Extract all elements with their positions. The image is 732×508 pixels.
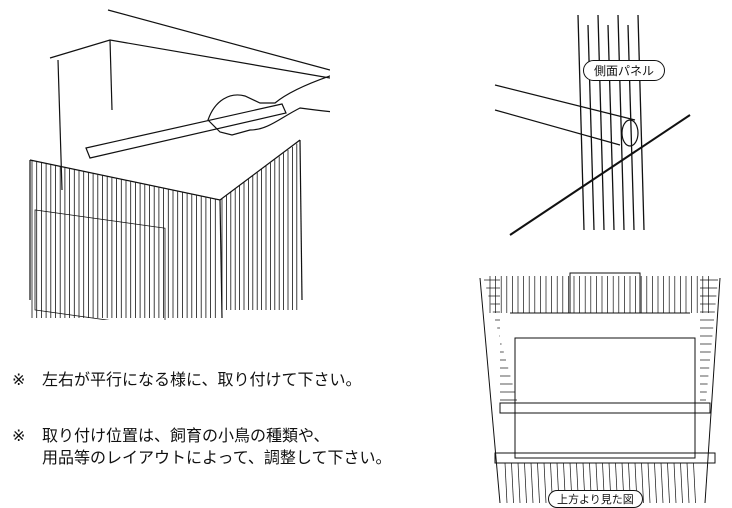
note-mark: ※	[12, 370, 26, 389]
hand-icon	[207, 75, 330, 136]
perch-icon	[85, 103, 287, 159]
note-mark: ※	[12, 426, 26, 445]
note-text-line-2: 用品等のレイアウトによって、調整して下さい。	[42, 448, 392, 467]
side-panel-illustration	[494, 14, 691, 236]
cage-perch-illustration	[29, 9, 330, 320]
side-panel-label: 側面パネル	[583, 60, 666, 81]
note-text: 左右が平行になる様に、取り付けて下さい。	[42, 370, 362, 389]
top-view-label: 上方より見た図	[548, 490, 643, 508]
top-view-illustration	[479, 272, 721, 504]
note-text: 取り付け位置は、飼育の小鳥の種類や、	[42, 426, 330, 445]
note-2: ※ 取り付け位置は、飼育の小鳥の種類や、 用品等のレイアウトによって、調整して下さ…	[12, 425, 391, 469]
note-1: ※ 左右が平行になる様に、取り付けて下さい。	[12, 369, 362, 391]
